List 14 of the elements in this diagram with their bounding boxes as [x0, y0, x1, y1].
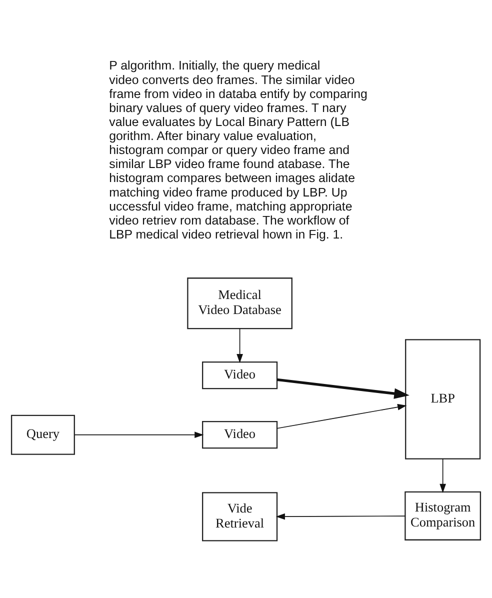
node-box: Medical Video Database	[187, 278, 292, 330]
arrow	[440, 458, 446, 493]
node-box: Histogram Comparison	[404, 491, 482, 540]
arrow	[74, 432, 204, 438]
arrow	[276, 404, 407, 429]
arrow	[236, 328, 243, 364]
node-box: Vide Retrieval	[202, 492, 278, 542]
node-box: Video	[202, 361, 278, 390]
node-box: Video	[202, 421, 278, 449]
arrow	[276, 513, 406, 520]
arrow	[276, 378, 410, 399]
node-box: LBP	[405, 339, 481, 460]
node-box: Query	[10, 414, 75, 455]
label: P algorithm. Initially, the query medical video converts deo frames. The similar video frame from video in databa entify by comparing binary values of query video frames. T nary value evaluates by Local Binary Pattern (LB gorithm. After binary value evaluation, histogram compar or query video frame and similar LBP video frame found atabase. The histogram compares between images alidate matching video frame produced by LBP. Up uccessful video frame, matching appropriate video retriev rom database. The workflow of LBP medical video retrieval hown in Fig. 1.	[109, 58, 368, 242]
